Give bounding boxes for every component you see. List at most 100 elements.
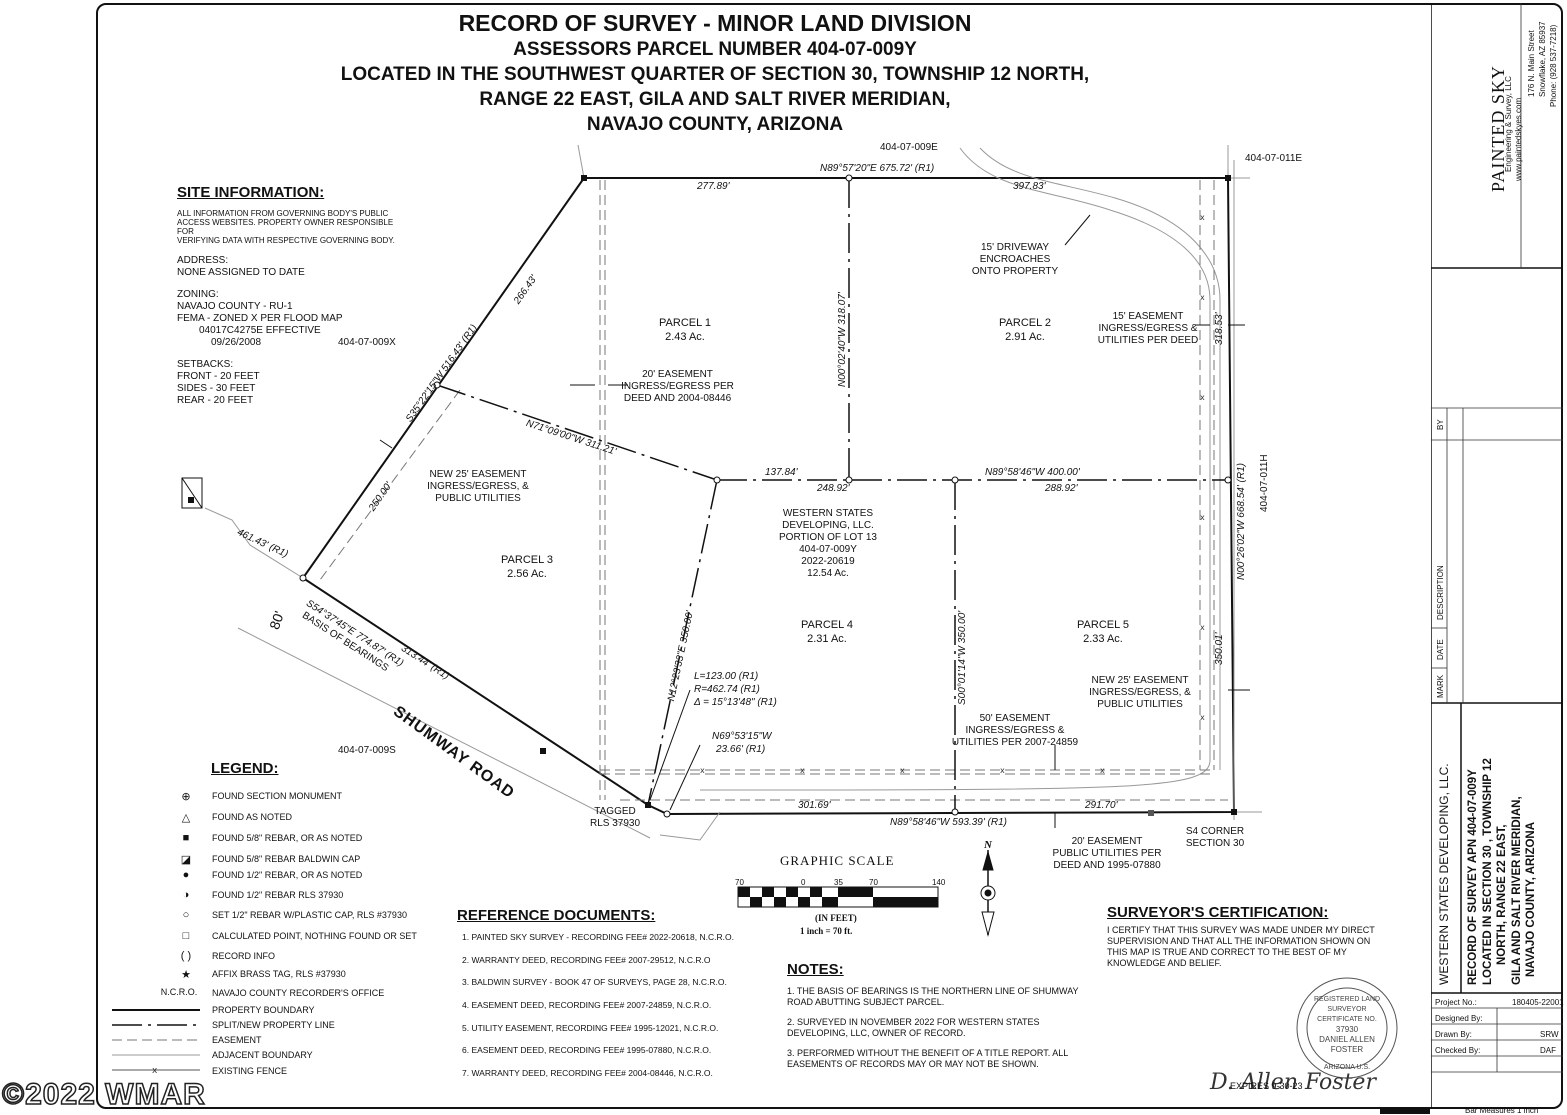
- curve-length: L=123.00 (R1): [694, 671, 759, 682]
- scale-tick-4: 140: [932, 878, 946, 887]
- company-subtitle: Engineering & Survey, LLC: [1504, 76, 1513, 172]
- mid-line-dim-2: 248.92': [817, 483, 850, 494]
- short-line-bearing: N69°53'15"W: [712, 731, 772, 742]
- east-line-lower-dim: 350.01': [1214, 632, 1225, 666]
- legend-heading: LEGEND:: [211, 760, 279, 777]
- north-line-right-dim: 397.83': [1013, 181, 1046, 192]
- scale-tick-2: 35: [834, 878, 843, 887]
- p1-p2-split-bearing: N00°02'40"W 318.07': [837, 292, 848, 387]
- scale-ratio: 1 inch = 70 ft.: [800, 926, 853, 936]
- scale-tick-3: 70: [869, 878, 878, 887]
- scale-unit: (IN FEET): [815, 913, 857, 923]
- apn-north: 404-07-009E: [880, 142, 938, 153]
- east-line-bearing: N00°26'02"W 668.54' (R1): [1236, 463, 1247, 580]
- short-line-length: 23.66' (R1): [716, 744, 766, 755]
- reference-heading: REFERENCE DOCUMENTS:: [457, 907, 656, 924]
- surveyor-certification: SURVEYOR'S CERTIFICATION: I CERTIFY THAT…: [1107, 904, 1392, 969]
- project-no-value: 180405-22001: [1512, 998, 1564, 1007]
- curve-delta: Δ = 15°13'48" (R1): [694, 697, 777, 708]
- watermark: ©2022 WMAR: [1, 1077, 206, 1112]
- north-line-bearing: N89°57'20"E 675.72' (R1): [820, 163, 935, 174]
- title-line-2: ASSESSORS PARCEL NUMBER 404-07-009Y: [513, 39, 917, 60]
- certification-text: I CERTIFY THAT THIS SURVEY WAS MADE UNDE…: [1107, 925, 1375, 968]
- north-line-left-dim: 277.89': [697, 181, 730, 192]
- svg-text:x: x: [1200, 623, 1205, 632]
- surveyor-signature: D. Allen Foster: [1210, 1070, 1376, 1095]
- seal-text: REGISTERED LAND SURVEYOR CERTIFICATE NO.…: [1313, 996, 1381, 1071]
- revision-description-header: DESCRIPTION: [1436, 565, 1445, 620]
- svg-text:x: x: [900, 766, 905, 775]
- title-line-1: RECORD OF SURVEY - MINOR LAND DIVISION: [458, 10, 972, 36]
- bar-measure-note: Bar Measures 1 inch: [1465, 1106, 1539, 1115]
- drawn-by-label: Drawn By:: [1435, 1030, 1472, 1039]
- title-line-4: RANGE 22 EAST, GILA AND SALT RIVER MERID…: [479, 89, 951, 110]
- company-website: www.paintedskyes.com: [1514, 97, 1523, 181]
- reference-documents: REFERENCE DOCUMENTS: 1. PAINTED SKY SURV…: [457, 907, 777, 1091]
- scale-tick-1: 0: [801, 878, 806, 887]
- svg-text:x: x: [700, 766, 705, 775]
- curve-radius: R=462.74 (R1): [694, 684, 760, 695]
- svg-text:x: x: [1200, 713, 1205, 722]
- checked-by-value: DAF: [1540, 1046, 1556, 1055]
- svg-text:x: x: [1200, 213, 1205, 222]
- mid-line-dim-1: 137.84': [765, 467, 798, 478]
- south-line-left-dim: 301.69': [798, 800, 831, 811]
- svg-text:x: x: [1200, 293, 1205, 302]
- svg-text:x: x: [152, 1066, 158, 1076]
- company-address-2: Snowflake, AZ 85937: [1538, 21, 1547, 97]
- measure-bar: [1380, 1109, 1430, 1114]
- graphic-scale-title: GRAPHIC SCALE: [780, 853, 895, 868]
- certification-heading: SURVEYOR'S CERTIFICATION:: [1107, 904, 1329, 921]
- svg-text:x: x: [1200, 513, 1205, 522]
- surveyor-seal: [1296, 977, 1398, 1079]
- graphic-scale-bar: [737, 886, 939, 908]
- revision-mark-header: MARK: [1436, 674, 1445, 698]
- project-title: RECORD OF SURVEY APN 404-07-009Y LOCATED…: [1467, 758, 1537, 985]
- site-information: SITE INFORMATION: ALL INFORMATION FROM G…: [177, 184, 397, 407]
- scale-tick-0: 70: [735, 878, 744, 887]
- apn-northeast: 404-07-011E: [1245, 153, 1303, 164]
- apn-east: 404-07-011H: [1259, 454, 1270, 512]
- split-p3-p4: [647, 479, 718, 806]
- svg-text:x: x: [1100, 766, 1105, 775]
- apn-west: 404-07-009X: [338, 337, 396, 348]
- mid-line-dim-3: 288.92': [1045, 483, 1078, 494]
- drawn-by-value: SRW: [1540, 1030, 1559, 1039]
- title-line-3: LOCATED IN THE SOUTHWEST QUARTER OF SECT…: [340, 64, 1090, 85]
- company-phone: Phone: (928 537-7218): [1549, 24, 1558, 107]
- title-block-frame: [1431, 3, 1563, 1109]
- revision-date-header: DATE: [1436, 639, 1445, 660]
- sheet-border: [96, 3, 1563, 1109]
- svg-text:x: x: [800, 766, 805, 775]
- company-address-1: 176 N. Main Street: [1527, 30, 1536, 97]
- svg-text:x: x: [1000, 766, 1005, 775]
- east-line-upper-dim: 318.53': [1214, 312, 1225, 346]
- p4-p5-split-bearing: S00°01'14"W 350.00': [957, 610, 968, 705]
- south-line-bearing: N89°58'46"W 593.39' (R1): [890, 817, 1007, 828]
- license-expiration: EXPIRES 9-30-23: [1230, 1081, 1303, 1091]
- notes: NOTES: 1. THE BASIS OF BEARINGS IS THE N…: [787, 961, 1092, 1079]
- title-line-5: NAVAJO COUNTY, ARIZONA: [586, 114, 844, 135]
- mid-line-bearing: N89°58'46"W 400.00': [985, 467, 1080, 478]
- notes-heading: NOTES:: [787, 961, 844, 978]
- revision-by-header: BY: [1436, 419, 1445, 430]
- project-no-label: Project No.:: [1435, 998, 1477, 1007]
- site-info-disclaimer: ALL INFORMATION FROM GOVERNING BODY'S PU…: [177, 209, 395, 245]
- legend-line-samples: [112, 1009, 200, 1071]
- svg-text:x: x: [1200, 393, 1205, 402]
- split-diagonal: [436, 384, 718, 481]
- south-line-right-dim: 291.70': [1085, 800, 1118, 811]
